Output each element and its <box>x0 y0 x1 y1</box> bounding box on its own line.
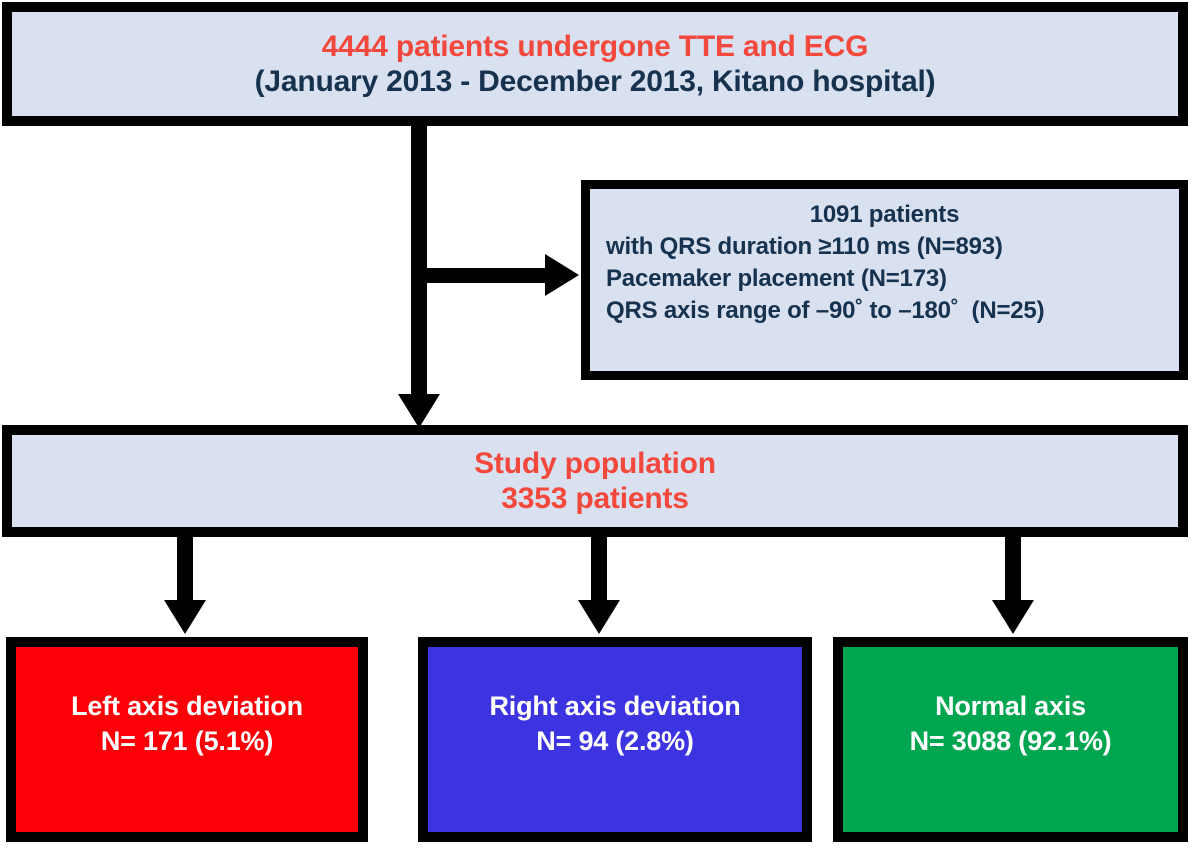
study-population-line-2: 3353 patients <box>501 482 689 515</box>
outcome-right-label: Right axis deviation <box>489 691 741 721</box>
outcome-normal-count: N= 3088 (92.1%) <box>909 726 1112 757</box>
exclusion-line-1: 1091 patients <box>809 201 960 228</box>
outcome-left-label: Left axis deviation <box>71 691 303 721</box>
connector-left-outcome-stem <box>177 537 193 605</box>
exclusion-line-4: QRS axis range of –90˚ to –180˚ (N=25) <box>606 296 1045 324</box>
outcome-box-left-axis-deviation: Left axis deviation N= 171 (5.1%) <box>6 637 368 842</box>
exclusion-line-3: Pacemaker placement (N=173) <box>606 264 947 292</box>
top-cohort-line-1: 4444 patients undergone TTE and ECG <box>321 29 869 63</box>
outcome-normal-label: Normal axis <box>935 691 1086 721</box>
top-cohort-line-2: (January 2013 - December 2013, Kitano ho… <box>254 65 936 98</box>
study-population-line-1: Study population <box>474 446 716 480</box>
outcome-left-count: N= 171 (5.1%) <box>100 726 274 757</box>
connector-normal-outcome-stem <box>1005 537 1021 605</box>
connector-right-outcome-stem <box>591 537 607 605</box>
connector-left-outcome-arrowhead <box>164 600 206 634</box>
outcome-right-count: N= 94 (2.8%) <box>536 726 694 757</box>
connector-trunk-vertical <box>411 126 427 400</box>
connector-trunk-arrowhead <box>398 394 440 428</box>
outcome-box-normal-axis: Normal axis N= 3088 (92.1%) <box>833 637 1188 842</box>
top-cohort-box: 4444 patients undergone TTE and ECG (Jan… <box>2 2 1188 126</box>
connector-right-outcome-arrowhead <box>578 600 620 634</box>
exclusion-criteria-box: 1091 patients with QRS duration ≥110 ms … <box>581 180 1188 380</box>
connector-exclusion-arrowhead <box>545 254 579 296</box>
exclusion-line-2: with QRS duration ≥110 ms (N=893) <box>606 232 1003 260</box>
outcome-box-right-axis-deviation: Right axis deviation N= 94 (2.8%) <box>418 637 812 842</box>
connector-exclusion-horizontal <box>419 268 547 283</box>
study-population-box: Study population 3353 patients <box>2 425 1188 537</box>
connector-normal-outcome-arrowhead <box>992 600 1034 634</box>
